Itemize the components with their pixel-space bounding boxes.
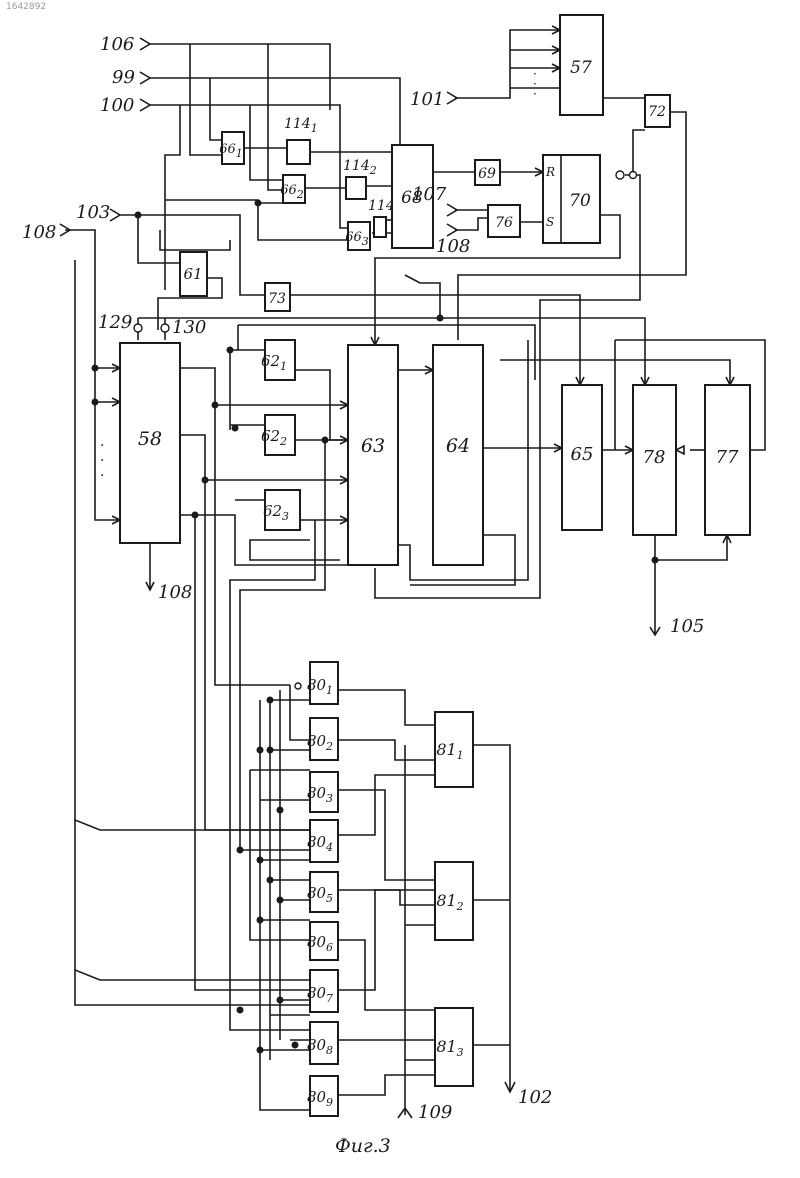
svg-text:72: 72 bbox=[648, 104, 666, 120]
block-80-8: 808 bbox=[307, 1022, 338, 1064]
terminal-105: 105 bbox=[670, 616, 704, 637]
terminal-101: 101 bbox=[410, 89, 444, 110]
svg-text:·: · bbox=[100, 438, 104, 454]
svg-text:58: 58 bbox=[138, 428, 162, 450]
terminal-99: 99 bbox=[112, 67, 135, 88]
terminal-107: 107 bbox=[412, 184, 447, 205]
svg-text:63: 63 bbox=[361, 435, 385, 457]
block-72: 72 bbox=[645, 95, 670, 127]
terminal-130: 130 bbox=[172, 317, 206, 338]
block-80-4: 804 bbox=[307, 820, 338, 862]
svg-text:·: · bbox=[100, 453, 104, 469]
block-70: 70 R S bbox=[543, 155, 600, 243]
figure-caption: Фиг.3 bbox=[335, 1135, 391, 1157]
terminal-102: 102 bbox=[518, 1087, 552, 1108]
block-65: 65 bbox=[562, 385, 602, 530]
svg-text:1141: 1141 bbox=[284, 116, 318, 135]
block-62-3: 623 bbox=[263, 490, 300, 530]
block-114-1: 1141 bbox=[284, 116, 318, 164]
svg-text:61: 61 bbox=[183, 265, 202, 283]
block-66-2: 662 bbox=[280, 175, 305, 203]
block-81-3: 813 bbox=[435, 1008, 473, 1086]
svg-text:·: · bbox=[100, 468, 104, 484]
block-64: 64 bbox=[433, 345, 483, 565]
svg-text:65: 65 bbox=[571, 444, 594, 465]
block-114-2: 1142 bbox=[343, 158, 377, 199]
block-69: 69 bbox=[475, 160, 500, 185]
terminal-129: 129 bbox=[98, 312, 132, 333]
block-80-9: 809 bbox=[307, 1076, 338, 1116]
block-80-1: 801 bbox=[307, 662, 338, 704]
block-57: 57 bbox=[560, 15, 603, 115]
block-76: 76 bbox=[488, 205, 520, 237]
svg-text:1142: 1142 bbox=[343, 158, 377, 177]
svg-text:57: 57 bbox=[570, 58, 592, 78]
block-61: 61 bbox=[180, 252, 207, 296]
block-58: 58 · · · bbox=[100, 343, 180, 543]
terminal-109: 109 bbox=[418, 1102, 452, 1123]
terminal-106: 106 bbox=[100, 34, 134, 55]
block-81-2: 812 bbox=[435, 862, 473, 940]
block-66-3: 663 bbox=[345, 222, 370, 250]
pin-r-label: R bbox=[545, 165, 555, 179]
svg-text:77: 77 bbox=[716, 447, 739, 468]
block-62-1: 621 bbox=[261, 340, 295, 380]
terminal-108-bottom: 108 bbox=[158, 582, 192, 603]
block-62-2: 622 bbox=[261, 415, 295, 455]
block-73: 73 bbox=[265, 283, 290, 311]
terminal-100: 100 bbox=[100, 95, 134, 116]
terminal-108-mid: 108 bbox=[436, 236, 470, 257]
block-80-3: 803 bbox=[307, 772, 338, 812]
block-77: 77 bbox=[705, 385, 750, 535]
terminal-108-top: 108 bbox=[22, 222, 56, 243]
patent-number: 1642892 bbox=[6, 2, 46, 12]
svg-text:78: 78 bbox=[643, 447, 666, 468]
svg-text:70: 70 bbox=[569, 191, 591, 211]
svg-text:·: · bbox=[533, 87, 537, 101]
block-80-6: 806 bbox=[307, 922, 338, 960]
svg-text:64: 64 bbox=[446, 435, 470, 457]
svg-text:76: 76 bbox=[495, 215, 513, 231]
ellipsis-dots: · · · bbox=[533, 67, 537, 101]
block-63: 63 bbox=[348, 345, 398, 565]
terminal-103: 103 bbox=[76, 202, 110, 223]
block-66-1: 661 bbox=[219, 132, 244, 164]
block-80-2: 802 bbox=[307, 718, 338, 760]
block-80-5: 805 bbox=[307, 872, 338, 912]
svg-text:69: 69 bbox=[478, 166, 496, 182]
svg-text:73: 73 bbox=[268, 291, 286, 307]
pin-s-label: S bbox=[546, 215, 554, 229]
block-78: 78 bbox=[633, 385, 676, 535]
block-80-7: 807 bbox=[307, 970, 338, 1012]
block-81-1: 811 bbox=[435, 712, 473, 787]
